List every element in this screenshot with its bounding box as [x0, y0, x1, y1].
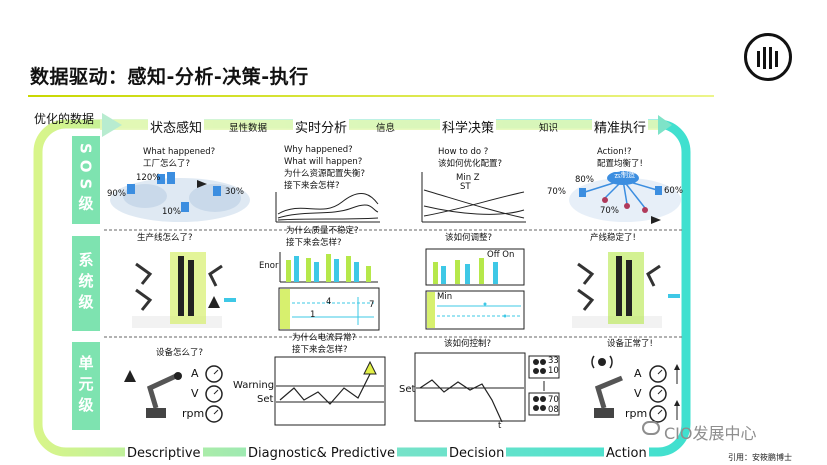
sys-num-7: 7	[369, 300, 375, 310]
unit-gauge-rpm-label: rpm	[182, 407, 205, 420]
optimized-data-label: 优化的数据	[34, 112, 95, 126]
unit-exec-a-label: A	[634, 367, 642, 380]
unit-gauge-v-label: V	[191, 387, 199, 400]
bottom-decision: Decision	[447, 446, 507, 461]
sys-quality-process-chart	[278, 287, 380, 331]
stage-decision: 科学决策	[440, 117, 497, 136]
sos-st-label: ST	[460, 182, 471, 192]
bottom-descriptive: Descriptive	[125, 446, 203, 461]
unit-current-chart	[274, 356, 386, 426]
watermark-text: CIO发展中心	[664, 424, 757, 443]
stage-execution: 精准执行	[592, 117, 649, 136]
unit-exec-v-label: V	[634, 387, 642, 400]
logo-icon	[744, 33, 792, 81]
unit-control-chart	[414, 352, 526, 422]
unit-execution-caption: 设备正常了!	[607, 339, 653, 349]
sys-offon-label: Off On	[487, 250, 515, 260]
sys-decision-caption: 该如何调整?	[445, 233, 493, 243]
sys-min-label: Min	[437, 292, 453, 302]
unit-val-70: 70	[548, 395, 559, 405]
sos-perception-caption: What happened?工厂怎么了?	[143, 147, 216, 169]
sos-execution-caption: Action!?配置均衡了!	[597, 147, 643, 169]
unit-decision-caption: 该如何控制?	[444, 339, 492, 349]
sos-decision-caption: How to do ?该如何优化配置?	[438, 147, 503, 169]
sos-exec-pct-a: 80%	[575, 175, 594, 185]
source-citation: 引用：安筱鹏博士	[728, 453, 792, 462]
control-knob-icons	[528, 355, 560, 416]
unit-val-08: 08	[548, 405, 559, 415]
sos-analysis-caption: Why happened?What will happen?为什么资源配置失衡?…	[284, 145, 366, 191]
sos-decision-chart	[421, 172, 526, 223]
stable-line-icon	[572, 252, 680, 328]
robot-signal-icon	[591, 355, 623, 418]
unit-set-label-2: Set	[399, 384, 416, 395]
sos-exec-pct-d: 70%	[600, 206, 619, 216]
flow-knowledge: 知识	[539, 123, 559, 134]
sos-exec-pct-c: 60%	[664, 186, 683, 196]
sys-num-1: 1	[310, 310, 316, 320]
title-underline	[28, 95, 714, 97]
sos-minz-label: Min Z	[456, 173, 480, 183]
page-title: 数据驱动：感知-分析-决策-执行	[30, 66, 309, 88]
unit-warning-label: Warning	[233, 380, 275, 391]
unit-t-label: t	[498, 421, 502, 431]
sys-num-4: 4	[326, 297, 332, 307]
gauge-icons	[205, 365, 223, 423]
sys-enor-label: Enor	[259, 261, 279, 271]
sos-analysis-chart	[275, 192, 380, 223]
sys-adjust-process-chart	[425, 290, 525, 330]
bottom-diagnostic-predictive: Diagnostic& Predictive	[246, 446, 398, 461]
exec-gauge-icons	[649, 364, 680, 423]
sos-pct-a: 120%	[136, 173, 161, 183]
cloud-network-icon	[569, 171, 681, 224]
sys-adjust-bar-chart	[425, 248, 525, 286]
unit-gauge-a-label: A	[191, 367, 199, 380]
sos-pct-c: 30%	[225, 187, 244, 197]
sos-pct-d: 10%	[162, 207, 181, 217]
sos-pct-b: 90%	[107, 189, 126, 199]
row-label-unit: 单元级	[72, 342, 100, 430]
unit-val-10: 10	[548, 366, 559, 376]
sos-exec-pct-b: 70%	[547, 187, 566, 197]
unit-val-33: 33	[548, 356, 559, 366]
robot-arm-icon	[124, 370, 182, 418]
unit-analysis-caption: 为什么电流异常?接下来会怎样?	[292, 333, 357, 355]
row-label-sos: SOS级	[72, 136, 100, 224]
bottom-action: Action	[604, 446, 649, 461]
cloud-manufacturing-label: 云制造	[614, 171, 635, 179]
sys-quality-bar-chart	[279, 252, 378, 283]
flow-information: 信息	[376, 123, 396, 134]
stage-perception: 状态感知	[148, 117, 205, 136]
unit-set-label: Set	[257, 394, 274, 405]
flow-explicit-data: 显性数据	[229, 123, 268, 134]
production-line-icon	[132, 252, 236, 328]
stage-analysis: 实时分析	[293, 117, 350, 136]
sys-execution-caption: 产线稳定了!	[590, 233, 636, 243]
sys-analysis-caption: 为什么质量不稳定?接下来会怎样?	[286, 226, 359, 248]
world-map-icon	[110, 172, 250, 222]
unit-exec-rpm-label: rpm	[625, 407, 648, 420]
wechat-icon	[642, 421, 660, 435]
sys-perception-caption: 生产线怎么了?	[137, 233, 193, 243]
row-label-system: 系统级	[72, 236, 100, 331]
unit-perception-caption: 设备怎么了?	[156, 348, 204, 358]
